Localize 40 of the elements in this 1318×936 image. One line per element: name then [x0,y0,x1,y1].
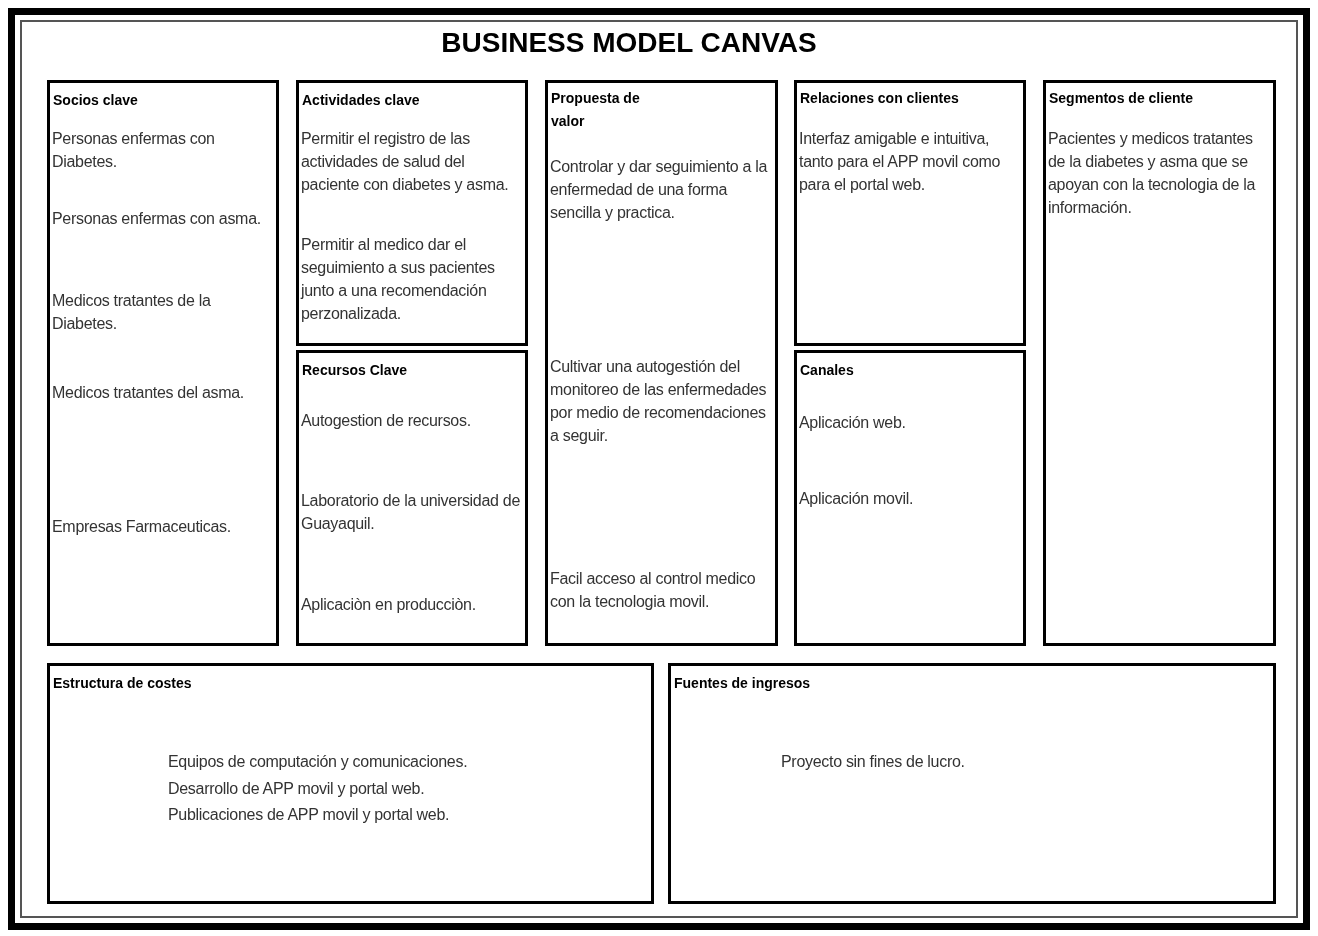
block-text: Autogestion de recursos. [301,411,472,431]
block-text: Pacientes y medicos tratantes de la diabetes y asma que se apoyan con la tecnologia de la información. [1048,129,1257,218]
block-text: Empresas Farmaceuticas. [52,517,232,537]
title: BUSINESS MODEL CANVAS [440,26,818,60]
canvas-block [47,80,279,646]
block-text: Aplicación movil. [799,489,915,509]
block-heading: Relaciones con clientes [800,89,960,108]
canvas-block [296,80,528,346]
block-text: Interfaz amigable e intuitiva, tanto para el APP movil como para el portal web. [799,129,1002,195]
canvas-block [47,663,654,904]
block-text: Medicos tratantes del asma. [52,383,245,403]
block-text: Equipos de computación y comunicaciones. [168,752,469,772]
block-text: Facil acceso al control medico con la tecnologia movil. [550,569,757,612]
block-text: Proyecto sin fines de lucro. [781,752,966,772]
block-text: Publicaciones de APP movil y portal web. [168,805,451,825]
block-text: Aplicación web. [799,413,907,433]
canvas-block [545,80,778,646]
block-text: Permitir el registro de las actividades de salud del paciente con diabetes y asma. [301,129,510,195]
block-heading: Socios clave [53,91,139,110]
block-heading: Recursos Clave [302,361,409,380]
block-text: Medicos tratantes de la Diabetes. [52,291,212,334]
block-heading: Segmentos de cliente [1049,89,1194,108]
block-text: Laboratorio de la universidad de Guayaquil. [301,491,521,534]
canvas-block [296,350,528,646]
block-text: Personas enfermas con Diabetes. [52,129,216,172]
canvas-block [794,80,1026,346]
canvas-block [794,350,1026,646]
block-heading: Propuesta de valor [551,89,641,131]
block-text: Personas enfermas con asma. [52,209,262,229]
block-text: Permitir al medico dar el seguimiento a sus pacientes junto a una recomendación perzonalizada. [301,235,496,324]
block-heading: Estructura de costes [53,674,193,693]
canvas-block [1043,80,1276,646]
block-text: Controlar y dar seguimiento a la enfermedad de una forma sencilla y practica. [550,157,769,223]
block-heading: Canales [800,361,855,380]
canvas-block [668,663,1276,904]
block-text: Aplicaciòn en producciòn. [301,595,477,615]
block-heading: Actividades clave [302,91,421,110]
block-heading: Fuentes de ingresos [674,674,812,693]
block-text: Cultivar una autogestión del monitoreo de las enfermedades por medio de recomendaciones a seguir. [550,357,768,446]
block-text: Desarrollo de APP movil y portal web. [168,779,426,799]
